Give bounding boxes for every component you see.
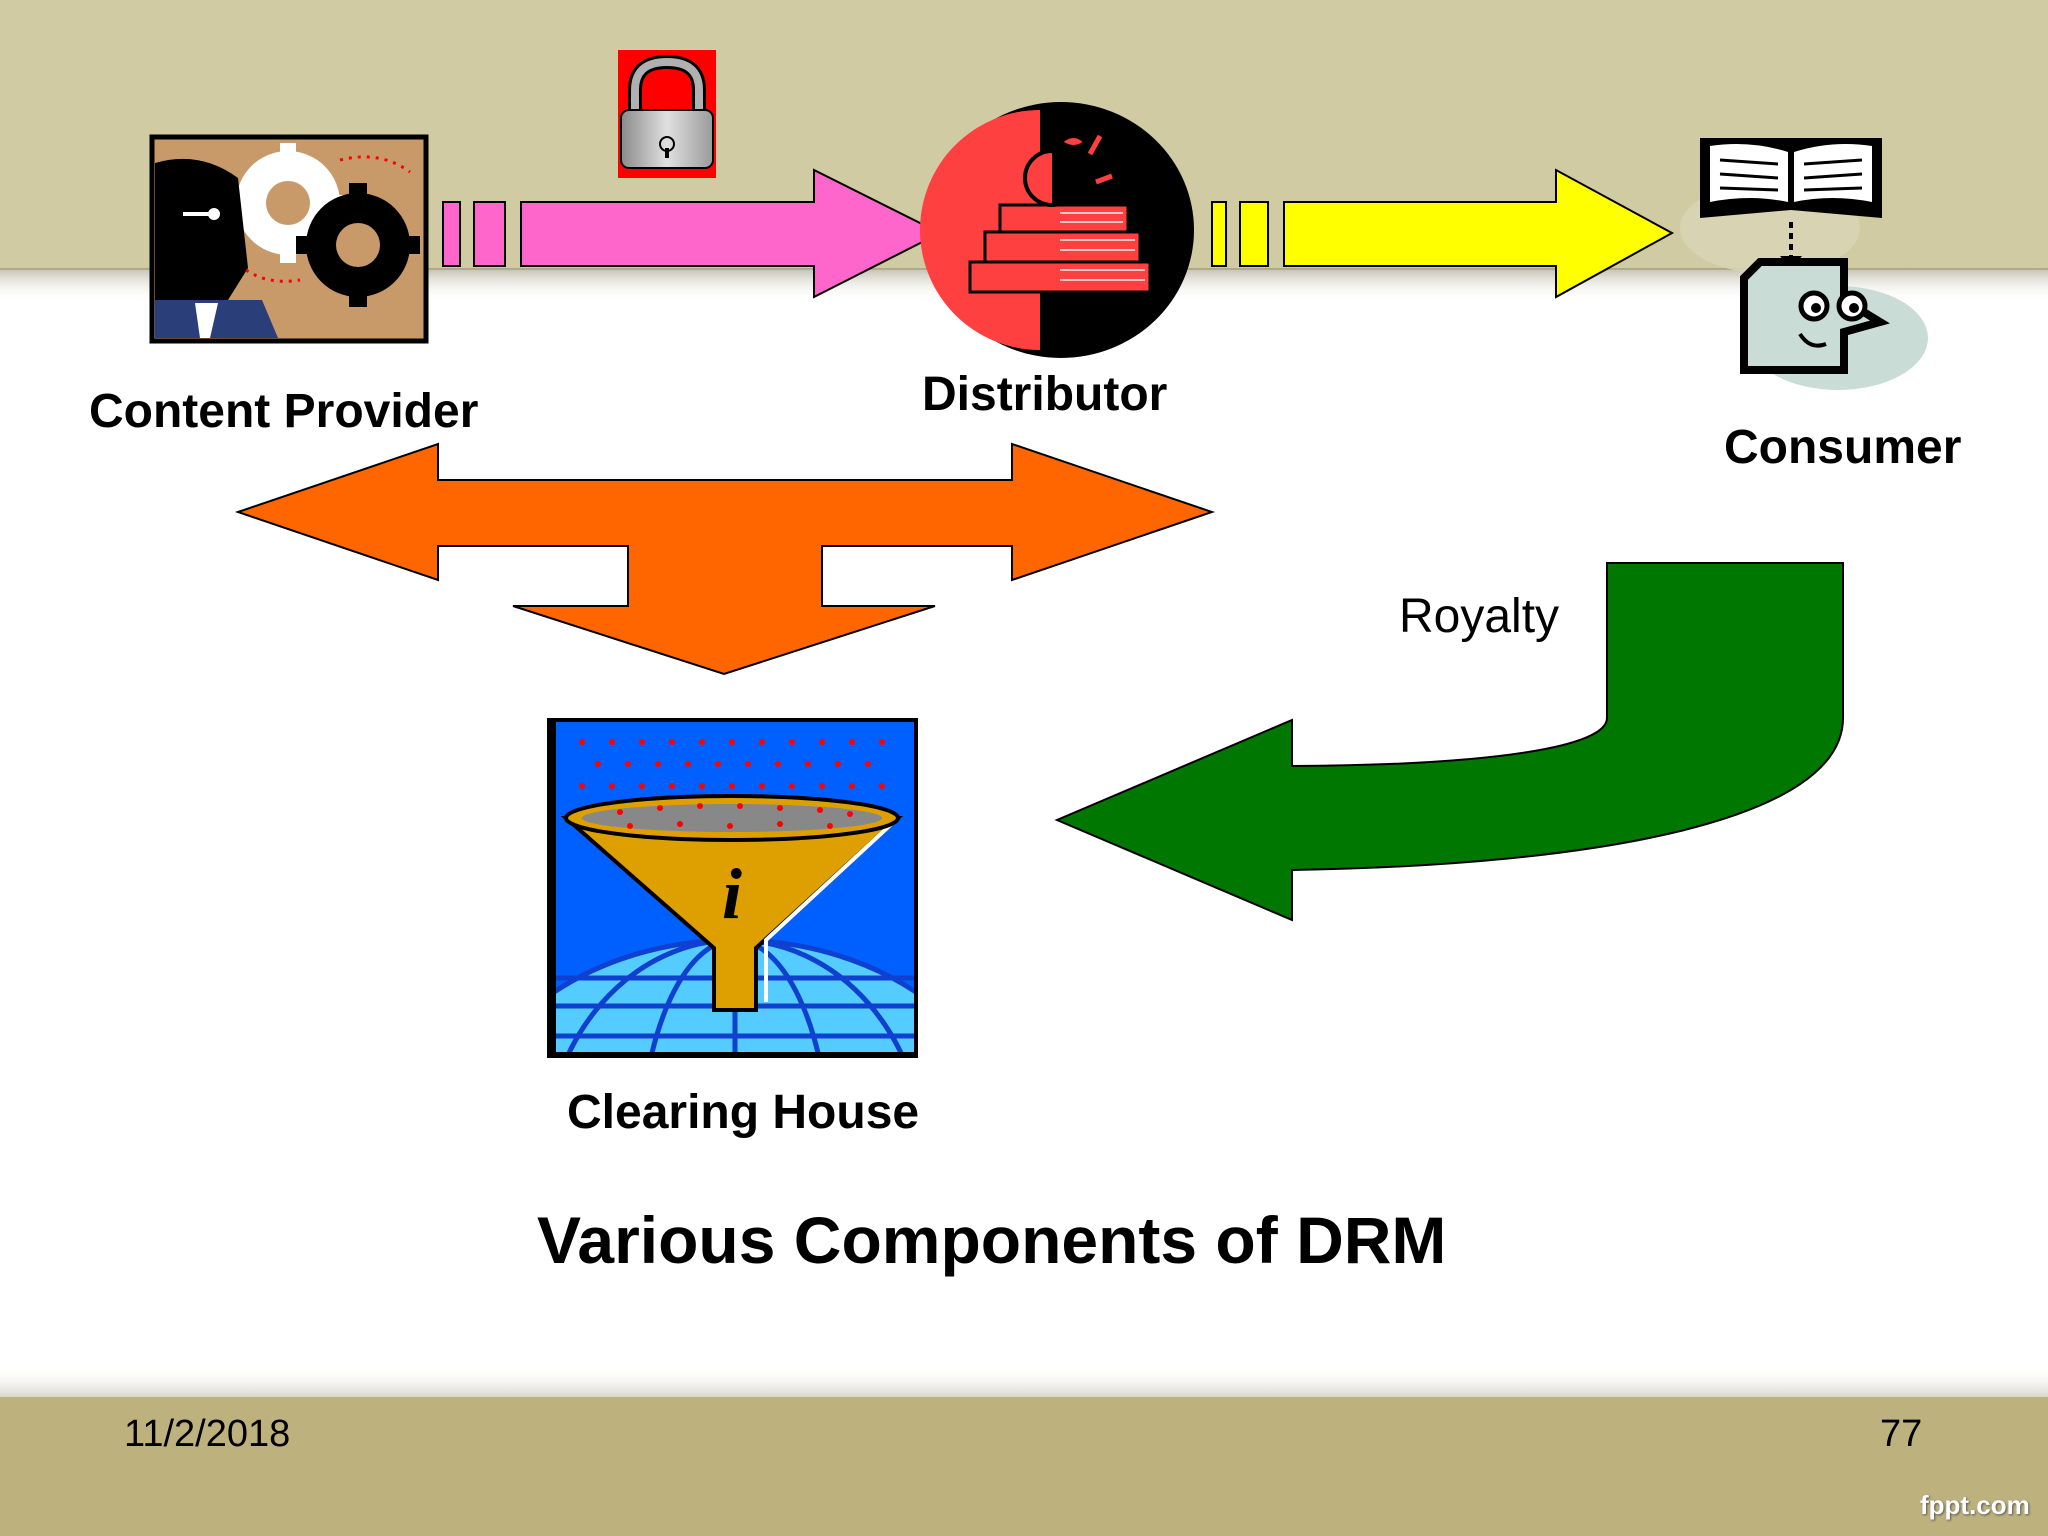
distributor-icon	[920, 102, 1194, 358]
clearing-house-icon: i	[547, 718, 918, 1058]
royalty-label: Royalty	[1399, 590, 1560, 643]
footer-band	[0, 1397, 2048, 1536]
content-provider-icon	[149, 134, 429, 344]
pink-arrow	[442, 168, 943, 299]
clearing-house-label: Clearing House	[567, 1086, 920, 1139]
padlock-icon	[618, 50, 716, 178]
footer-shadow	[0, 1366, 2048, 1400]
content-provider-label: Content Provider	[89, 385, 479, 438]
brand-logo-text: fppt.com	[1920, 1490, 2030, 1520]
consumer-icon	[1680, 138, 1928, 390]
yellow-arrow	[1211, 168, 1675, 299]
distributor-label: Distributor	[922, 368, 1168, 421]
royalty-arrow	[1054, 562, 1844, 922]
svg-text:i: i	[722, 854, 742, 934]
consumer-label: Consumer	[1724, 421, 1962, 474]
slide-date: 11/2/2018	[124, 1413, 291, 1455]
slide-title: Various Components of DRM	[537, 1203, 1447, 1277]
slide-page-number: 77	[1880, 1413, 1923, 1455]
orange-arrow	[234, 442, 1216, 676]
